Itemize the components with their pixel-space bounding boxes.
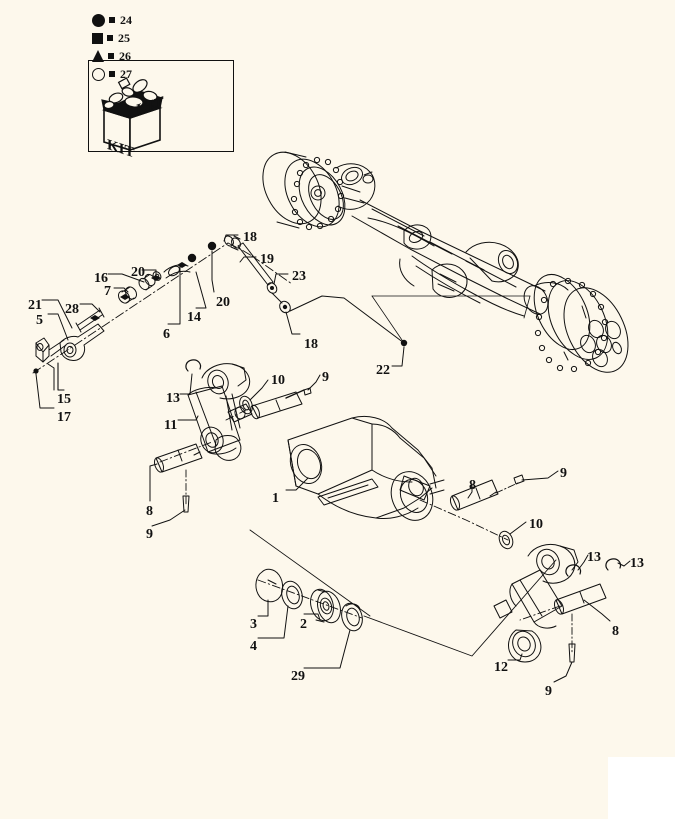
callout-10: 10 [529, 517, 543, 532]
bearing-seal-stack [255, 568, 363, 632]
triangle-filled-icon [92, 50, 104, 62]
legend-row-25: 25 [92, 29, 146, 47]
callout-1: 1 [272, 491, 279, 506]
callout-9: 9 [322, 370, 329, 385]
callout-18: 18 [304, 337, 318, 352]
kit-box-icon: KIT KIT [101, 77, 164, 162]
legend-row-26: 26 [92, 47, 146, 65]
legend-row-27: 27 [92, 65, 146, 83]
circle-open-icon [92, 67, 105, 81]
right-cylinder-assembly [449, 474, 622, 663]
callout-13: 13 [166, 391, 180, 406]
callout-21: 21 [28, 298, 42, 313]
legend-row-24: 24 [92, 11, 146, 29]
equals-icon [109, 17, 115, 23]
support-casting [287, 415, 445, 521]
legend-rows: 24 25 26 27 [92, 11, 146, 83]
corner-mark [608, 757, 675, 819]
callout-28: 28 [65, 302, 79, 317]
callout-9: 9 [560, 466, 567, 481]
callout-7: 7 [104, 284, 111, 299]
callout-12: 12 [494, 660, 508, 675]
callout-13: 13 [630, 556, 644, 571]
callout-8: 8 [612, 624, 619, 639]
square-filled-icon [92, 32, 103, 44]
leader-lines [35, 234, 631, 683]
callout-3: 3 [250, 617, 257, 632]
callout-5: 5 [36, 313, 43, 328]
equals-icon [109, 71, 115, 77]
callout-20: 20 [131, 265, 145, 280]
legend-number: 24 [120, 12, 132, 27]
callout-9: 9 [545, 684, 552, 699]
callout-18: 18 [243, 230, 257, 245]
callout-19: 19 [260, 252, 274, 267]
callout-4: 4 [250, 639, 257, 654]
equals-icon [107, 35, 113, 41]
callout-15: 15 [57, 392, 71, 407]
callout-13: 13 [587, 550, 601, 565]
callout-9: 9 [146, 527, 153, 542]
axle-assembly [262, 151, 629, 373]
callout-16: 16 [94, 271, 108, 286]
circle-filled-icon [92, 13, 105, 27]
projection-lines [159, 409, 561, 657]
legend-number: 26 [119, 48, 131, 63]
left-cylinder-assembly [153, 359, 312, 513]
legend-number: 25 [118, 30, 130, 45]
callout-2: 2 [300, 617, 307, 632]
callout-10: 10 [271, 373, 285, 388]
callout-8: 8 [469, 478, 476, 493]
callout-14: 14 [187, 310, 201, 325]
equals-icon [108, 53, 114, 59]
callout-20: 20 [216, 295, 230, 310]
callout-23: 23 [292, 269, 306, 284]
callout-17: 17 [57, 410, 71, 425]
callout-29: 29 [291, 669, 305, 684]
callout-8: 8 [146, 504, 153, 519]
callout-11: 11 [164, 418, 178, 433]
legend-number: 27 [120, 66, 132, 81]
callout-6: 6 [163, 327, 170, 342]
callout-22: 22 [376, 363, 390, 378]
